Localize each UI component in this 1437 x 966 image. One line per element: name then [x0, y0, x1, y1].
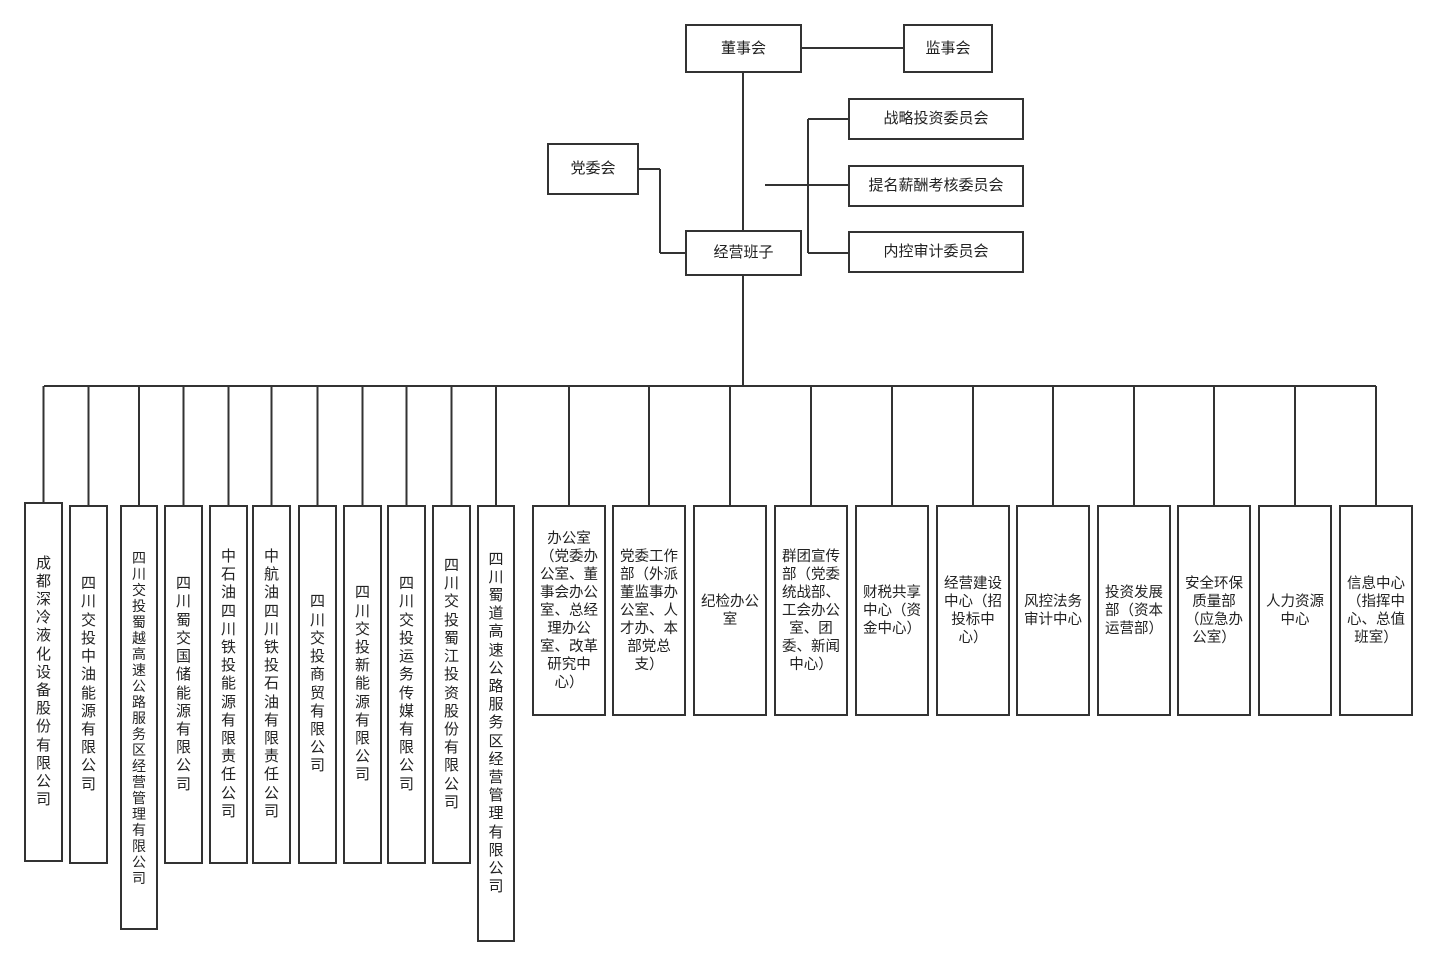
subsidiary-label: 四川蜀交国储能源有限公司: [175, 575, 191, 793]
committee-label: 战略投资委员会: [883, 110, 989, 127]
department-box: 安全环保质量部（应急办公室）: [1177, 505, 1251, 716]
department-label: 党委工作部（外派董监事办公室、人才办、本部党总支）: [620, 548, 678, 673]
subsidiary-box: 四川蜀道高速公路服务区经营管理有限公司: [477, 505, 515, 942]
management-team-label: 经营班子: [713, 244, 774, 261]
party-committee-label: 党委会: [570, 160, 616, 177]
department-box: 经营建设中心（招投标中心）: [936, 505, 1010, 716]
subsidiary-box: 成都深冷液化设备股份有限公司: [24, 502, 63, 862]
department-label: 经营建设中心（招投标中心）: [944, 575, 1002, 646]
management-team-box: 经营班子: [685, 230, 802, 276]
strategy-investment-committee-box: 战略投资委员会: [848, 98, 1024, 140]
department-label: 安全环保质量部（应急办公室）: [1185, 575, 1243, 646]
board-label: 董事会: [720, 39, 766, 57]
internal-control-audit-committee-box: 内控审计委员会: [848, 231, 1024, 273]
subsidiary-box: 四川蜀交国储能源有限公司: [164, 505, 203, 864]
department-box: 群团宣传部（党委统战部、工会办公室、团委、新闻中心）: [774, 505, 848, 716]
subsidiary-label: 中石油四川铁投能源有限责任公司: [220, 547, 236, 820]
subsidiary-label: 四川交投中油能源有限公司: [80, 575, 96, 793]
department-label: 投资发展部（资本运营部）: [1105, 584, 1163, 637]
board-box: 董事会: [685, 24, 802, 73]
subsidiary-label: 四川交投商贸有限公司: [309, 593, 325, 775]
subsidiary-box: 四川交投运务传媒有限公司: [387, 505, 426, 864]
department-box: 财税共享中心（资金中心）: [855, 505, 929, 716]
department-box: 纪检办公室: [693, 505, 767, 716]
department-box: 风控法务审计中心: [1016, 505, 1090, 716]
subsidiary-label: 四川交投新能源有限公司: [354, 584, 370, 784]
subsidiary-label: 成都深冷液化设备股份有限公司: [35, 554, 51, 809]
committee-label: 提名薪酬考核委员会: [868, 177, 1004, 194]
supervisory-board-label: 监事会: [925, 39, 971, 57]
subsidiary-box: 四川交投蜀越高速公路服务区经营管理有限公司: [120, 505, 158, 930]
party-committee-box: 党委会: [547, 143, 639, 195]
subsidiary-label: 四川交投运务传媒有限公司: [398, 575, 414, 793]
department-box: 人力资源中心: [1258, 505, 1332, 716]
department-label: 风控法务审计中心: [1024, 593, 1082, 628]
subsidiary-box: 四川交投蜀江投资股份有限公司: [432, 505, 471, 864]
department-label: 群团宣传部（党委统战部、工会办公室、团委、新闻中心）: [782, 548, 840, 673]
subsidiary-label: 四川交投蜀越高速公路服务区经营管理有限公司: [132, 549, 146, 886]
subsidiary-label: 四川蜀道高速公路服务区经营管理有限公司: [488, 550, 504, 896]
department-label: 办公室（党委办公室、董事会办公室、总经理办公室、改革研究中心）: [540, 530, 598, 691]
supervisory-board-box: 监事会: [903, 24, 993, 73]
department-label: 纪检办公室: [701, 593, 759, 628]
subsidiary-box: 四川交投新能源有限公司: [343, 505, 382, 864]
department-label: 信息中心（指挥中心、总值班室）: [1347, 575, 1405, 646]
committee-label: 内控审计委员会: [883, 243, 989, 260]
department-box: 信息中心（指挥中心、总值班室）: [1339, 505, 1413, 716]
subsidiary-box: 四川交投商贸有限公司: [298, 505, 337, 864]
subsidiary-label: 中航油四川铁投石油有限责任公司: [263, 547, 279, 820]
department-label: 人力资源中心: [1266, 593, 1324, 628]
subsidiary-box: 中石油四川铁投能源有限责任公司: [209, 505, 248, 864]
department-box: 党委工作部（外派董监事办公室、人才办、本部党总支）: [612, 505, 686, 716]
subsidiary-box: 四川交投中油能源有限公司: [69, 505, 108, 864]
subsidiary-box: 中航油四川铁投石油有限责任公司: [252, 505, 291, 864]
department-box: 投资发展部（资本运营部）: [1097, 505, 1171, 716]
department-label: 财税共享中心（资金中心）: [863, 584, 921, 637]
department-box: 办公室（党委办公室、董事会办公室、总经理办公室、改革研究中心）: [532, 505, 606, 716]
subsidiary-label: 四川交投蜀江投资股份有限公司: [443, 557, 459, 811]
nomination-remuneration-committee-box: 提名薪酬考核委员会: [848, 165, 1024, 207]
